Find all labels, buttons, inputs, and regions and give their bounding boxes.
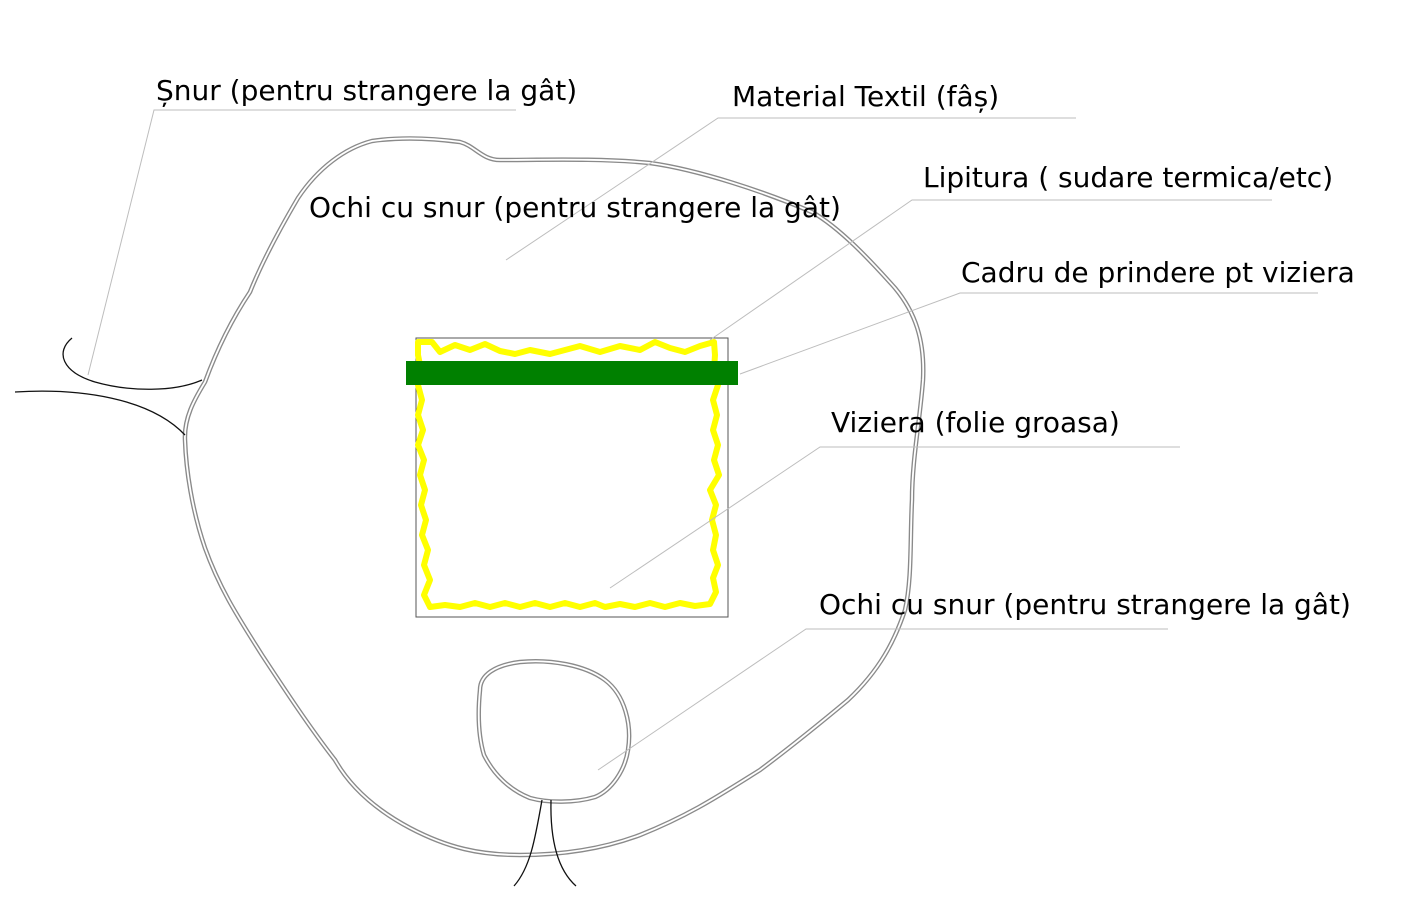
leader-cadru [739,292,1318,375]
visor-rectangle [415,337,729,618]
label-cadru: Cadru de prindere pt viziera [961,256,1355,289]
label-ochi-bottom: Ochi cu snur (pentru strangere la gât) [819,588,1351,621]
label-snur: Șnur (pentru strangere la gât) [156,74,577,107]
drawstring-left [14,337,203,436]
leader-lipitura [709,199,1272,341]
eyelet-loop-bottom [476,659,632,887]
visor-frame-bar [406,361,738,385]
label-material: Material Textil (fâș) [732,80,999,113]
textile-body-outline [182,136,926,858]
leader-snur [87,109,516,376]
eyelet-string-right [550,799,577,887]
leader-lines [87,109,1318,771]
leader-material [505,117,1076,261]
leader-viziera [609,446,1180,589]
leader-ochi-bottom [597,628,1168,771]
eyelet-string-left [513,799,543,887]
weld-seam [415,339,722,610]
label-viziera: Viziera (folie groasa) [831,406,1120,439]
label-ochi-top: Ochi cu snur (pentru strangere la gât) [309,191,841,224]
label-lipitura: Lipitura ( sudare termica/etc) [923,161,1333,194]
